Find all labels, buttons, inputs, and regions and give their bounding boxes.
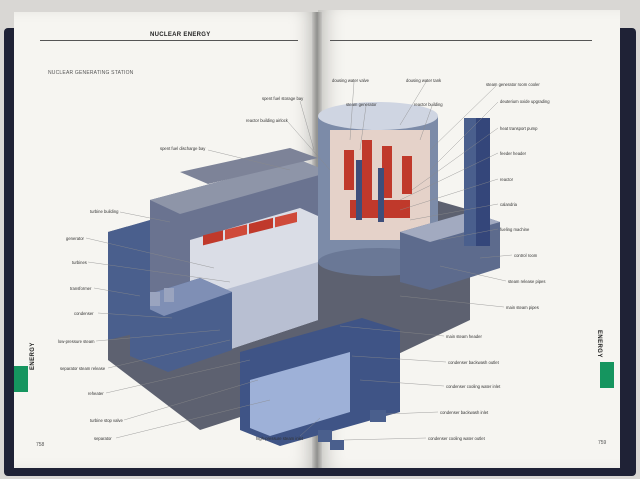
section-subtitle: NUCLEAR GENERATING STATION — [48, 70, 134, 76]
label-spent-fuel-storage-bay: spent fuel storage bay — [262, 96, 304, 101]
label-reheater: reheater — [88, 391, 104, 396]
label-steam-release-pipes: steam release pipes — [508, 279, 546, 284]
label-steam-generator: steam generator — [346, 102, 377, 107]
label-high-pressure-steam-inlet: high-pressure steam inlet — [256, 436, 304, 441]
label-main-steam-pipes: main steam pipes — [506, 305, 539, 310]
label-condenser: condenser — [74, 311, 94, 316]
label-spent-fuel-discharge-bay: spent fuel discharge bay — [160, 146, 206, 151]
label-low-pressure-steam: low-pressure steam — [58, 339, 95, 344]
page-title: NUCLEAR ENERGY — [150, 32, 211, 38]
label-dousing-water-tank: dousing water tank — [406, 78, 442, 83]
label-condenser-backwash-outlet: condenser backwash outlet — [448, 360, 499, 365]
header-rule-right — [330, 40, 592, 41]
cooling-water-channels — [318, 410, 386, 450]
label-separator: separator — [94, 436, 112, 441]
label-dousing-water-valve: dousing water valve — [332, 78, 370, 83]
label-separator-steam-release: separator steam release — [60, 366, 106, 371]
label-feeder-header: feeder header — [500, 151, 527, 156]
label-reactor-building-airlock: reactor building airlock — [246, 118, 288, 123]
label-deuterium-oxide-upgrading: deuterium oxide upgrading — [500, 99, 550, 104]
label-heat-transport-pump: heat transport pump — [500, 126, 538, 131]
label-main-steam-header: main steam header — [446, 334, 482, 339]
label-condenser-cooling-water-outlet: condenser cooling water outlet — [428, 436, 485, 441]
label-turbine-stop-valve: turbine stop valve — [90, 418, 123, 423]
left-section-tab — [14, 366, 28, 392]
label-transformer: transformer — [70, 286, 92, 291]
turbine-building-roof — [150, 160, 330, 214]
header-rule-left — [40, 40, 298, 41]
upper-roof — [180, 148, 318, 184]
label-turbine-building: turbine building — [90, 209, 119, 214]
label-fueling-machine: fueling machine — [500, 227, 530, 232]
label-calandria: calandria — [500, 202, 517, 207]
left-tab-label: ENERGY — [30, 342, 36, 370]
label-reactor-building: reactor building — [414, 102, 443, 107]
foundation-pool — [250, 352, 350, 436]
left-page-number: 758 — [36, 442, 45, 448]
right-section-tab — [600, 362, 614, 388]
label-generator: generator — [66, 236, 84, 241]
label-turbines: turbines — [72, 260, 87, 265]
label-condenser-cooling-water-inlet: condenser cooling water inlet — [446, 384, 501, 389]
left-outbuilding — [108, 220, 150, 340]
reactor-dome-top — [318, 102, 438, 130]
label-steam-generator-room-cooler: steam generator room cooler — [486, 82, 540, 87]
right-tab-label: ENERGY — [596, 330, 602, 358]
label-condenser-backwash-inlet: condenser backwash inlet — [440, 410, 489, 415]
right-page-number: 759 — [598, 440, 607, 446]
turbine-units — [203, 211, 297, 246]
label-control-room: control room — [514, 253, 538, 258]
label-reactor: reactor — [500, 177, 514, 182]
